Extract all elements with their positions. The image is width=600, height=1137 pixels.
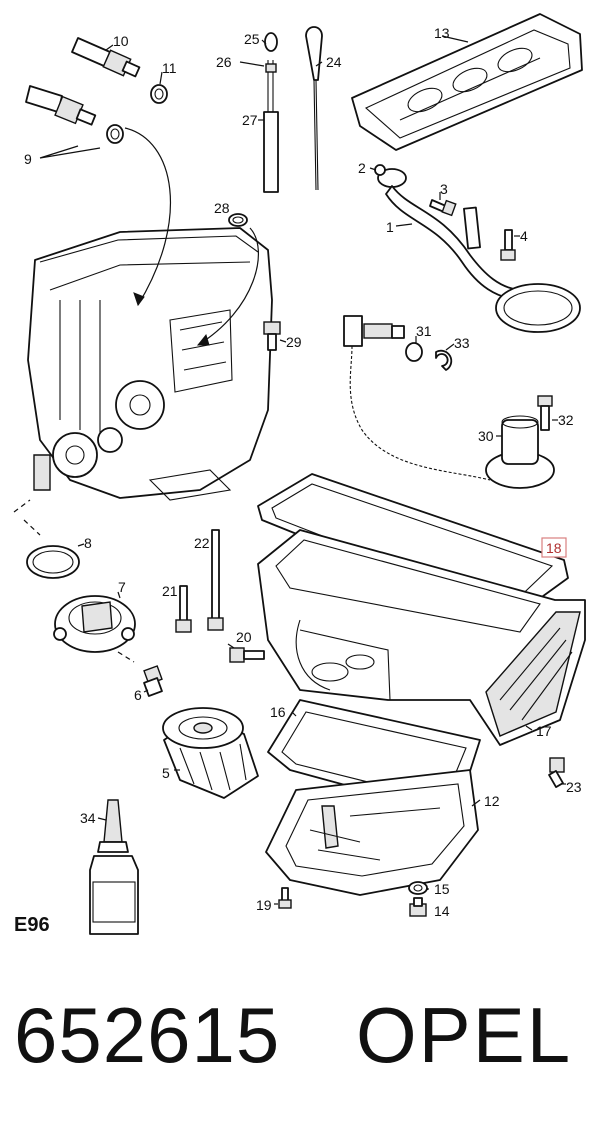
diagram-code-label: E96 (14, 914, 50, 936)
pressure-switch-10 (71, 37, 141, 78)
sealant-bottle-34 (89, 799, 139, 935)
callout-1: 1 (386, 219, 394, 235)
bolt-3 (429, 199, 457, 217)
callout-34: 34 (80, 810, 96, 826)
callout-29: 29 (286, 334, 302, 350)
bolt-20 (229, 647, 265, 663)
bolt-4 (500, 229, 516, 261)
callout-18: 18 (546, 540, 562, 556)
callout-27: 27 (242, 112, 258, 128)
circlip-33 (435, 349, 453, 371)
bolt-22 (207, 529, 224, 631)
screw-19 (278, 887, 292, 909)
callout-26: 26 (216, 54, 232, 70)
callout-9: 9 (24, 151, 32, 167)
washer-15 (408, 881, 428, 895)
oil-pump-pickup-1 (377, 168, 581, 333)
callout-23: 23 (566, 779, 582, 795)
bolt-21 (175, 585, 192, 633)
callout-18-highlight: 18 (541, 537, 567, 558)
callout-22: 22 (194, 535, 210, 551)
callout-8: 8 (84, 535, 92, 551)
callout-7: 7 (118, 579, 126, 595)
callout-24: 24 (326, 54, 342, 70)
callout-17: 17 (536, 723, 552, 739)
callout-3: 3 (440, 181, 448, 197)
part-number: 652615 (14, 991, 281, 1079)
callout-15: 15 (434, 881, 450, 897)
oil-level-sensor-harness (343, 315, 491, 481)
callout-13: 13 (434, 25, 450, 41)
oil-pressure-sensor-9 (25, 85, 97, 126)
callout-20: 20 (236, 629, 252, 645)
gasket-2 (374, 164, 386, 176)
callout-2: 2 (358, 160, 366, 176)
exploded-parts-diagram: 1 2 3 4 5 6 7 8 9 10 11 12 13 14 15 16 1… (13, 13, 586, 935)
dipstick-tube (263, 32, 279, 193)
callout-30: 30 (478, 428, 494, 444)
hollow-bolt-6 (143, 665, 163, 697)
callout-4: 4 (520, 228, 528, 244)
seal-ring-9 (106, 124, 124, 144)
bolt-23 (548, 757, 565, 788)
callout-33: 33 (454, 335, 470, 351)
callout-labels: 1 2 3 4 5 6 7 8 9 10 11 12 13 14 15 16 1… (24, 25, 582, 919)
callout-21: 21 (162, 583, 178, 599)
callout-11: 11 (162, 60, 177, 76)
callout-6: 6 (134, 687, 142, 703)
callout-31: 31 (416, 323, 432, 339)
upper-oil-pan-17 (257, 529, 586, 746)
seal-ring-31 (405, 342, 423, 362)
callout-16: 16 (270, 704, 286, 720)
lower-oil-pan-12 (265, 769, 479, 896)
oil-filter-5 (162, 707, 259, 799)
callout-32: 32 (558, 412, 574, 428)
drain-plug-14 (409, 897, 427, 917)
seal-ring-11 (150, 84, 168, 104)
callout-28: 28 (214, 200, 230, 216)
callout-19: 19 (256, 897, 272, 913)
callout-10: 10 (113, 33, 129, 49)
oil-level-sensor-30 (485, 415, 555, 489)
callout-12: 12 (484, 793, 500, 809)
engine-block (13, 227, 273, 536)
brand-name: OPEL (356, 991, 573, 1079)
bolt-29 (263, 321, 281, 351)
bolt-32 (537, 395, 553, 431)
callout-5: 5 (162, 765, 170, 781)
callout-25: 25 (244, 31, 260, 47)
cylinder-head-cover-13 (351, 13, 583, 151)
footer-caption: 652615 OPEL (0, 990, 600, 1110)
seal-ring-28 (228, 213, 248, 227)
callout-14: 14 (434, 903, 450, 919)
dipstick (305, 26, 323, 191)
oil-filter-housing-7 (53, 595, 136, 653)
